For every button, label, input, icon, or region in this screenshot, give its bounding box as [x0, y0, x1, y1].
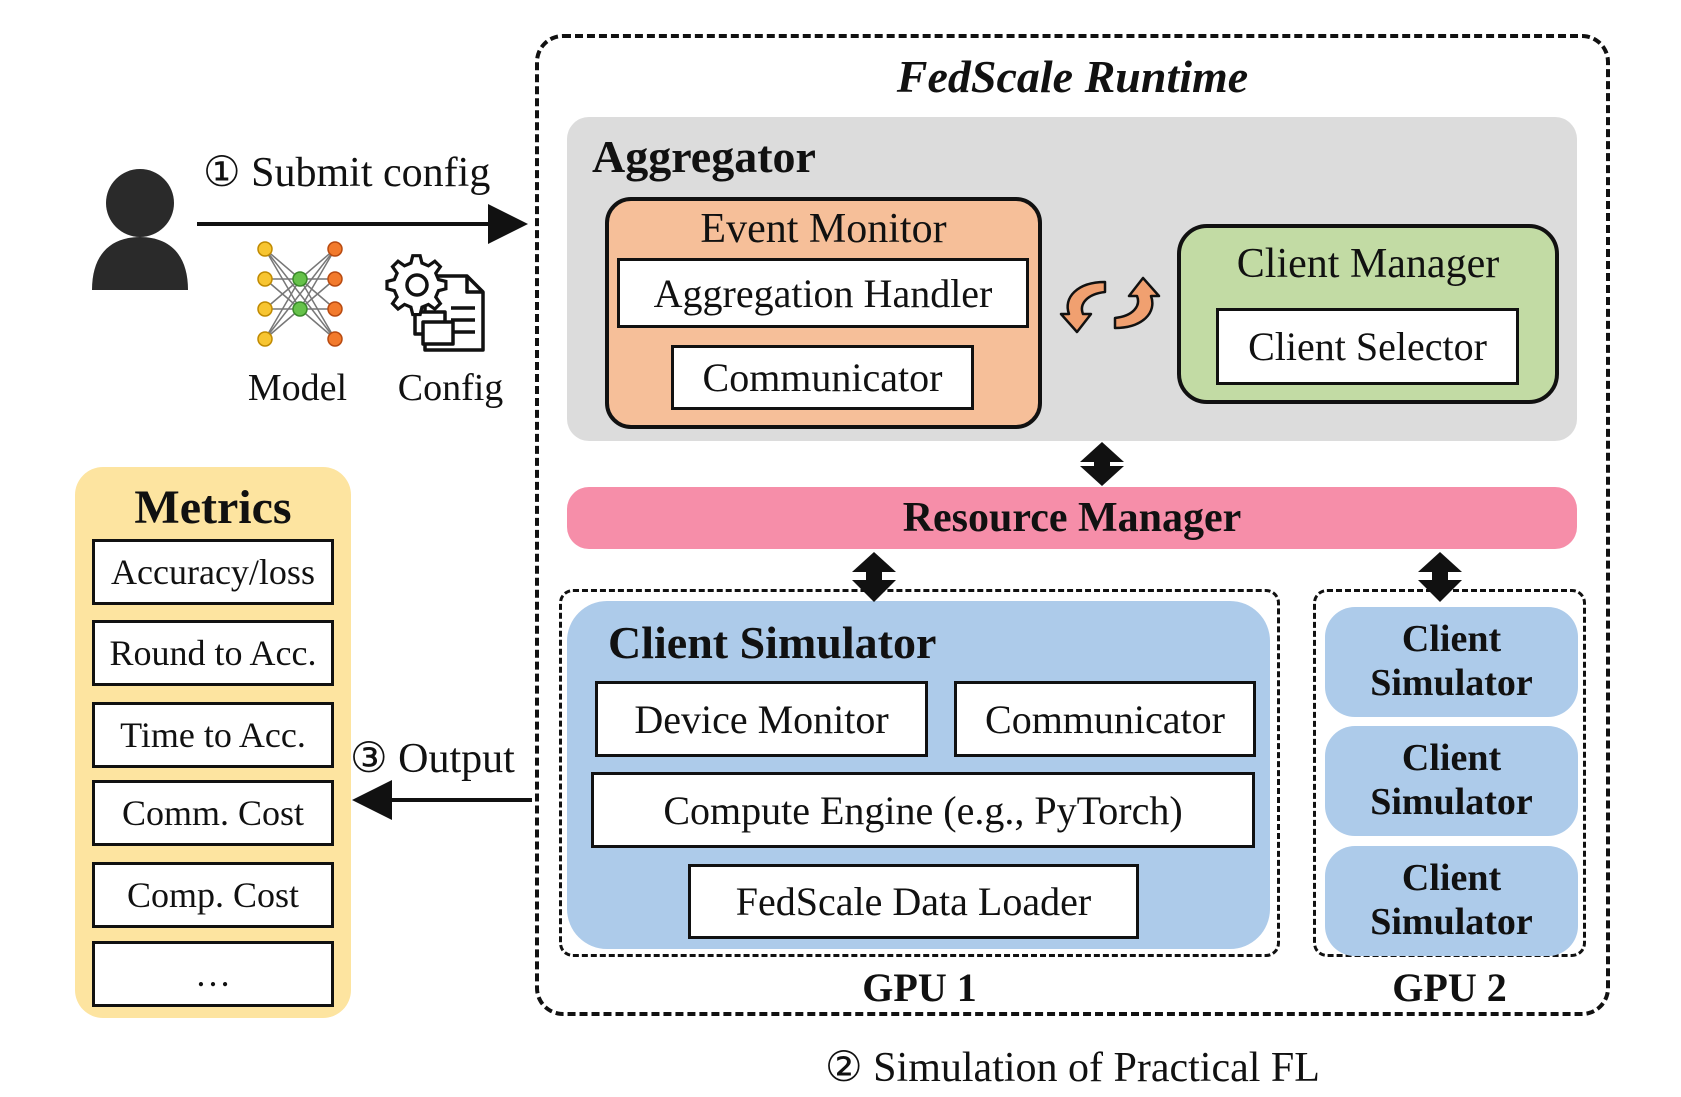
metric-item: Accuracy/loss — [92, 539, 334, 605]
double-arrow-resource-gpu1 — [852, 552, 896, 602]
mini-sim-line2: Simulator — [1370, 662, 1533, 704]
neural-network-icon — [257, 241, 343, 347]
resource-manager-bar: Resource Manager — [567, 487, 1577, 549]
mini-sim-line2: Simulator — [1370, 901, 1533, 943]
gpu2-client-simulator: Client Simulator — [1325, 607, 1578, 717]
runtime-container — [535, 34, 1610, 1016]
runtime-title: FedScale Runtime — [896, 50, 1249, 102]
compute-engine-box: Compute Engine (e.g., PyTorch) — [591, 772, 1255, 848]
output-label: ③ Output — [350, 736, 515, 782]
mini-sim-line1: Client — [1401, 737, 1502, 780]
event-monitor-title: Event Monitor — [700, 206, 947, 252]
client-selector-box: Client Selector — [1216, 308, 1519, 385]
gpu1-label: GPU 1 — [862, 964, 977, 1010]
client-simulator-title: Client Simulator — [608, 616, 937, 668]
config-document-icon — [385, 254, 485, 352]
user-icon — [92, 169, 188, 290]
sync-arrows-icon — [1059, 276, 1161, 334]
config-label: Config — [397, 367, 504, 409]
mini-sim-line1: Client — [1401, 618, 1502, 661]
data-loader-box: FedScale Data Loader — [688, 864, 1139, 939]
simulator-communicator-box: Communicator — [954, 681, 1256, 757]
metric-item: Time to Acc. — [92, 702, 334, 768]
aggregator-title: Aggregator — [592, 130, 816, 182]
metric-item: Comm. Cost — [92, 780, 334, 846]
metric-item: Round to Acc. — [92, 620, 334, 686]
gpu1-box — [559, 589, 1280, 957]
submit-config-label: ① Submit config — [203, 150, 491, 196]
gpu2-client-simulator: Client Simulator — [1325, 726, 1578, 836]
metric-item: Comp. Cost — [92, 862, 334, 928]
double-arrow-aggregator-resource — [1080, 442, 1124, 486]
model-label: Model — [247, 367, 348, 409]
client-manager-title: Client Manager — [1236, 241, 1500, 287]
aggregator-communicator-box: Communicator — [671, 345, 974, 410]
metric-item: … — [92, 941, 334, 1007]
mini-sim-line2: Simulator — [1370, 781, 1533, 823]
simulation-label: ② Simulation of Practical FL — [825, 1045, 1320, 1091]
metrics-title: Metrics — [134, 480, 292, 534]
gpu2-client-simulator: Client Simulator — [1325, 846, 1578, 956]
gpu2-label: GPU 2 — [1392, 964, 1507, 1010]
device-monitor-box: Device Monitor — [595, 681, 928, 757]
mini-sim-line1: Client — [1401, 857, 1502, 900]
double-arrow-resource-gpu2 — [1418, 552, 1462, 602]
aggregation-handler-box: Aggregation Handler — [617, 258, 1029, 328]
